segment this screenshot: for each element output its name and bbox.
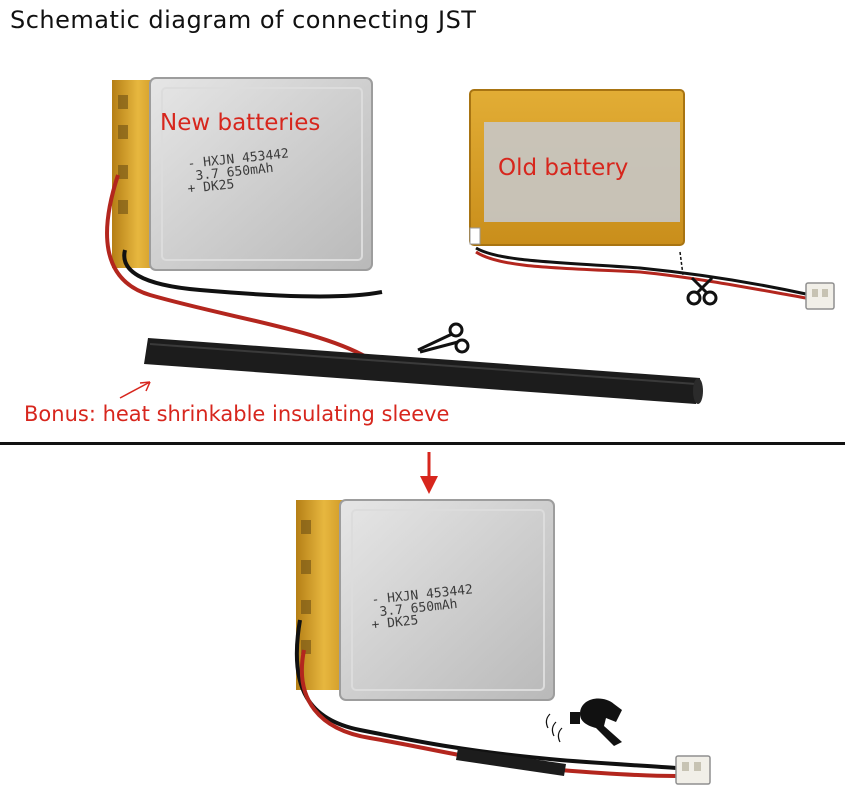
heat-shrink-applied	[456, 748, 566, 776]
page-title: Schematic diagram of connecting JST	[10, 6, 477, 34]
final-battery-print-line3: + DK25	[371, 613, 419, 633]
old-battery-label-panel	[484, 122, 680, 222]
new-battery-red-wire	[105, 174, 370, 360]
old-battery-jst-connector	[805, 282, 835, 310]
new-battery-black-wire	[122, 249, 383, 299]
new-battery-print-line3: + DK25	[187, 177, 235, 197]
final-battery-body	[339, 499, 555, 701]
old-battery-label: Old battery	[498, 155, 629, 181]
final-battery-jst-connector	[675, 755, 711, 785]
scissors-icon	[417, 322, 470, 354]
new-battery	[105, 77, 383, 360]
final-battery	[294, 499, 711, 785]
section-divider	[0, 442, 845, 445]
down-arrow-icon	[420, 452, 438, 494]
old-battery	[469, 89, 835, 310]
bonus-sleeve-label: Bonus: heat shrinkable insulating sleeve	[24, 402, 450, 426]
bonus-pointer	[119, 381, 151, 399]
new-battery-body	[149, 77, 373, 271]
new-batteries-label: New batteries	[160, 110, 321, 136]
hair-dryer-icon	[545, 698, 622, 746]
scissors-icon	[686, 276, 718, 306]
